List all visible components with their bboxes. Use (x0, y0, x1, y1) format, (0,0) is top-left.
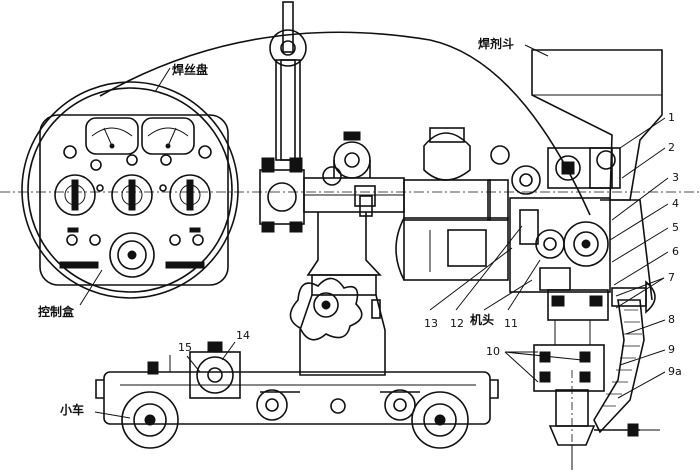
dial-left (54, 174, 96, 216)
feed-roller-housing (547, 147, 621, 189)
dial-center (111, 174, 153, 216)
callout-11: 11 (504, 317, 518, 330)
control-box (39, 114, 229, 286)
trolley-wheel-right (411, 391, 469, 449)
callout-6: 6 (672, 245, 679, 258)
dial-right (169, 174, 211, 216)
flux-hopper-label: 焊剂斗 (478, 37, 515, 51)
cable-clamp (423, 127, 510, 181)
horizontal-arm (303, 166, 405, 217)
side-knob (611, 280, 656, 314)
contact-arm (594, 423, 660, 437)
callout-2: 2 (668, 141, 675, 154)
callout-9a: 9a (668, 365, 682, 378)
column-clamp (259, 157, 305, 233)
callout-9: 9 (668, 343, 675, 356)
callout-1: 1 (668, 111, 675, 124)
trolley-inner-wheels (256, 389, 416, 421)
control-box-label: 控制盒 (38, 305, 75, 319)
callout-3: 3 (672, 171, 679, 184)
flux-hopper (531, 49, 663, 301)
leader-lines (79, 44, 669, 419)
callout-12: 12 (450, 317, 464, 330)
wire-reel-label: 焊丝盘 (172, 63, 209, 77)
base-column (299, 274, 386, 376)
trolley-drive-housing (189, 341, 241, 399)
hand-wheel (289, 277, 363, 341)
motor (395, 179, 509, 281)
wire-reel (21, 81, 239, 299)
machine-head (509, 165, 611, 293)
trolley-label: 小车 (60, 403, 85, 417)
meter-right (141, 117, 195, 155)
machine-head-label: 机头 (470, 313, 495, 327)
bottom-dial (109, 232, 155, 278)
callout-8: 8 (668, 313, 675, 326)
upright-mount (306, 131, 382, 276)
callout-4: 4 (672, 197, 679, 210)
trolley-wheel-left (121, 391, 179, 449)
callout-15: 15 (178, 341, 192, 354)
callout-10: 10 (486, 345, 500, 358)
callout-7: 7 (668, 271, 675, 284)
flux-tube (593, 299, 645, 434)
callout-5: 5 (672, 221, 679, 234)
nozzle-assembly (533, 289, 609, 470)
trolley (95, 341, 499, 449)
callout-13: 13 (424, 317, 438, 330)
wire-path (99, 31, 591, 216)
callout-14: 14 (236, 329, 250, 342)
meter-left (85, 117, 139, 155)
guide-post (269, 1, 307, 161)
